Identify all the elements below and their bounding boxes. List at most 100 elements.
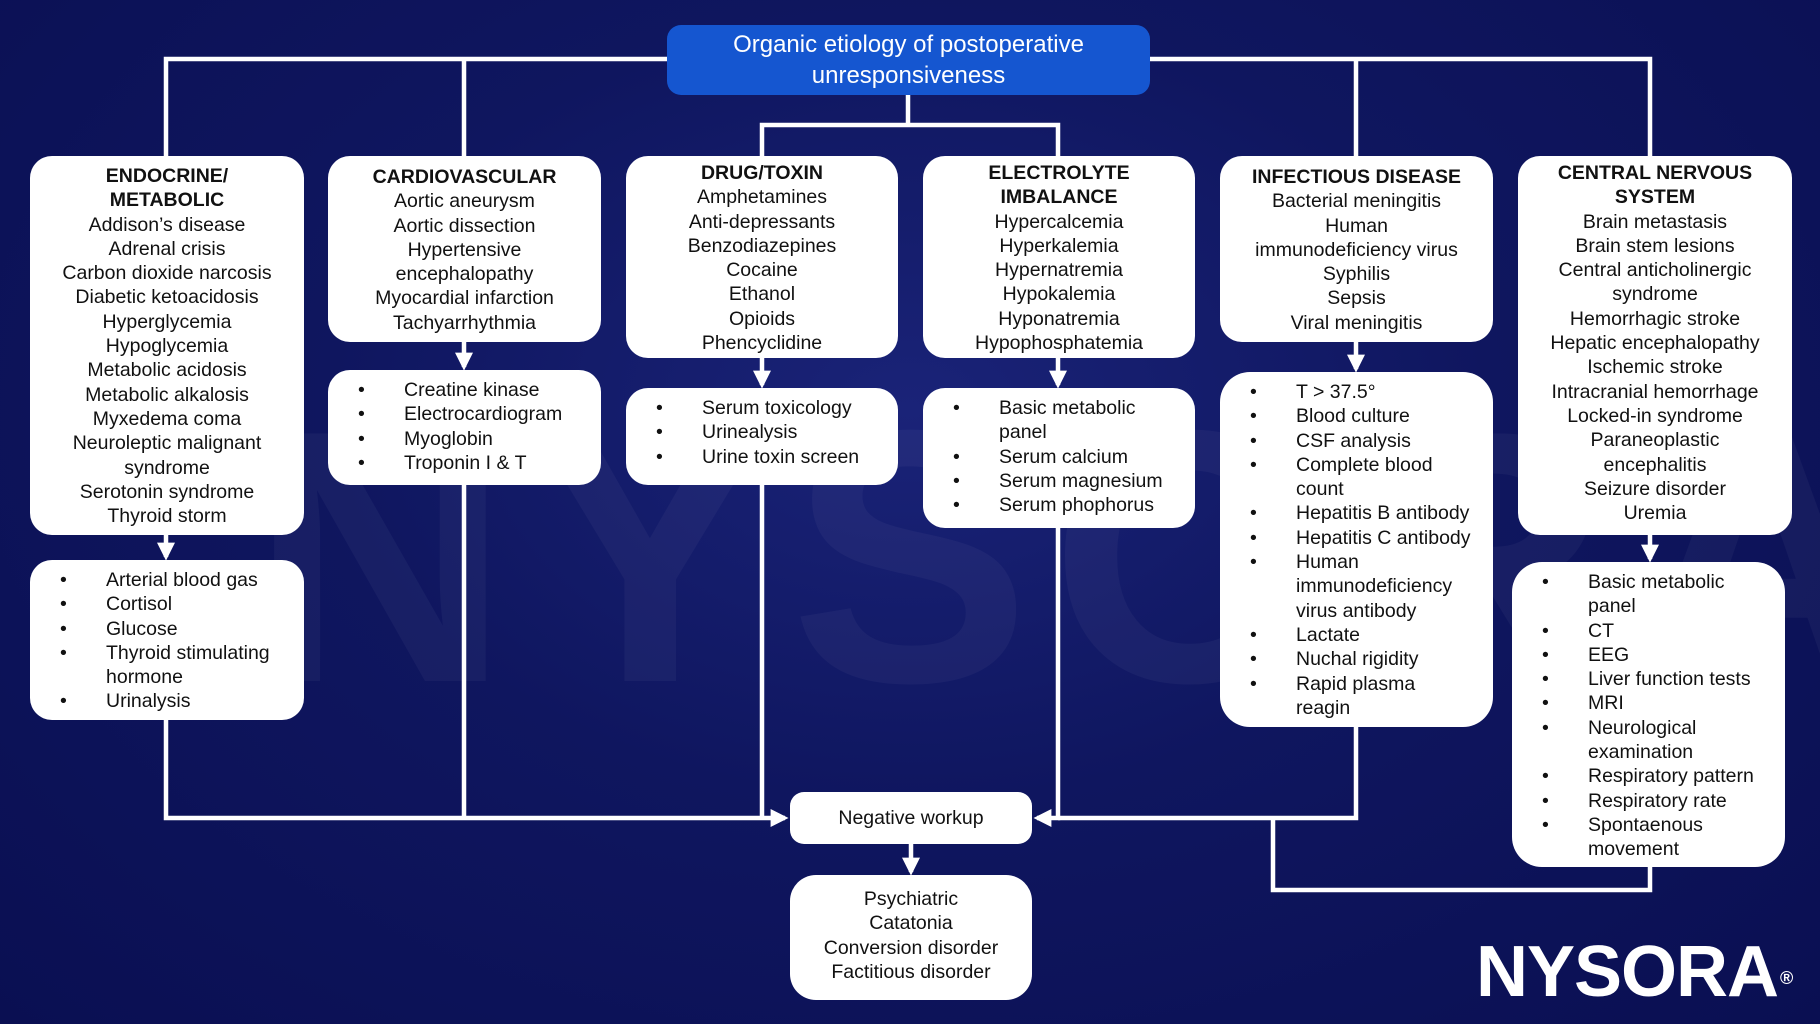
test-item: CT [1542,619,1785,644]
test-item: Lactate [1250,623,1493,648]
cause-item: Hypophosphatemia [974,332,1144,355]
registered-mark: ® [1780,968,1793,988]
cause-item: Syphilis [1322,263,1391,286]
cause-item: Carbon dioxide narcosis [62,262,272,285]
cause-item: Hypernatremia [995,259,1123,282]
connector-mid [759,122,1061,156]
test-item: Serum calcium [953,445,1195,470]
cause-item: Hemorrhagic stroke [1569,307,1741,330]
cause-item: Locked-in syndrome [1567,404,1743,427]
cause-item: Anti-depressants [688,210,836,233]
test-item-line: Neurological [1588,716,1697,739]
test-item: Glucose [60,617,304,642]
psychiatric-item: Conversion disorder [823,936,999,959]
test-item: Troponin I & T [358,451,601,476]
cause-item: syndrome [124,456,210,479]
endocrine-tests-box: Arterial blood gas Cortisol Glucose Thyr… [30,560,304,720]
cause-item: Neuroleptic malignant [72,432,262,455]
cause-item: Hyponatremia [998,307,1120,330]
test-item-line: hormone [106,666,183,689]
negative-workup-label: Negative workup [838,807,984,829]
cause-item: Paraneoplastic [1590,429,1720,452]
cardiovascular-heading: CARDIOVASCULAR [372,166,557,188]
cardiovascular-causes-box: CARDIOVASCULAR Aortic aneurysm Aortic di… [328,156,601,342]
test-item: EEG [1542,643,1785,668]
test-item: Serum toxicology [656,396,898,421]
test-item: Serum phophorus [953,493,1195,518]
test-item: Cortisol [60,592,304,617]
test-item: Urinalysis [60,689,304,714]
endocrine-causes-box: ENDOCRINE/ METABOLIC Addison’s disease A… [30,156,304,535]
electrolyte-heading-1: ELECTROLYTE [988,162,1130,184]
test-item: Blood culture [1250,404,1493,429]
test-item: MRI [1542,691,1785,716]
cns-heading-1: CENTRAL NERVOUS [1557,162,1753,184]
cause-item: Hypokalemia [1002,283,1116,306]
cause-item: Adrenal crisis [108,237,226,260]
cardiovascular-tests-box: Creatine kinase Electrocardiogram Myoglo… [328,370,601,485]
cause-item: Cocaine [726,259,798,282]
connector-top-left [163,56,667,156]
connector-infectious-down [1058,727,1359,821]
cause-item: Seizure disorder [1584,477,1726,500]
logo-text: NYSORA [1476,932,1779,1012]
test-item-line: Rapid plasma [1296,672,1416,695]
cause-item: Addison’s disease [88,213,246,236]
test-item-line: Thyroid stimulating [106,641,270,664]
cause-item: Myocardial infarction [375,287,554,310]
test-item: Hepatitis B antibody [1250,501,1493,526]
cause-item: Serotonin syndrome [79,480,255,503]
cause-item: Ethanol [728,283,796,306]
cause-item: Intracranial hemorrhage [1551,380,1759,403]
test-item: Electrocardiogram [358,402,601,427]
cause-item: Brain metastasis [1582,210,1728,233]
main-title-line1: Organic etiology of postoperative [733,31,1084,58]
test-item: Urine toxin screen [656,445,898,470]
test-item-line: Complete blood [1296,453,1433,476]
test-item-line: panel [1588,595,1636,618]
test-item-line: Basic metabolic [999,397,1136,419]
test-item: Myoglobin [358,427,601,452]
endocrine-heading-1: ENDOCRINE/ [105,165,229,187]
connector-top-right [1150,56,1653,156]
drug-toxin-tests-box: Serum toxicology Urinealysis Urine toxin… [626,388,898,485]
cause-item: Diabetic ketoacidosis [75,286,259,309]
cause-item: Hyperglycemia [102,310,232,333]
cns-causes-box: CENTRAL NERVOUS SYSTEM Brain metastasis … [1518,156,1792,535]
cause-item: syndrome [1612,283,1698,306]
test-item-line: panel [999,421,1047,444]
test-item: Liver function tests [1542,667,1785,692]
test-item-line: count [1296,478,1344,501]
cause-item: Central anticholinergic [1558,259,1752,282]
cause-item: Viral meningitis [1290,311,1423,334]
cause-item: Amphetamines [696,186,828,209]
nysora-logo: NYSORA® [1476,936,1793,1008]
infectious-heading: INFECTIOUS DISEASE [1251,166,1462,188]
test-item-line: Basic metabolic [1588,571,1725,593]
cause-item: Phencyclidine [701,332,823,355]
drug-toxin-causes-box: DRUG/TOXIN Amphetamines Anti-depressants… [626,156,898,358]
test-item-line: movement [1588,838,1680,861]
test-item-line: Human [1296,551,1359,574]
test-item: Arterial blood gas [60,568,304,593]
connector-electrolyte-down [1033,528,1061,827]
connector-cns-down [1270,818,1653,893]
cause-item: Benzodiazepines [687,234,837,257]
infectious-tests-box: T > 37.5° Blood culture CSF analysis Com… [1220,372,1493,727]
cause-item: Tachyarrhythmia [392,311,537,334]
test-item: Respiratory pattern [1542,764,1785,789]
test-item: CSF analysis [1250,429,1493,454]
cause-item: encephalopathy [395,263,534,286]
test-item-line: virus antibody [1296,599,1417,622]
cause-item: Aortic dissection [393,214,536,237]
cause-item: Sepsis [1327,287,1386,310]
